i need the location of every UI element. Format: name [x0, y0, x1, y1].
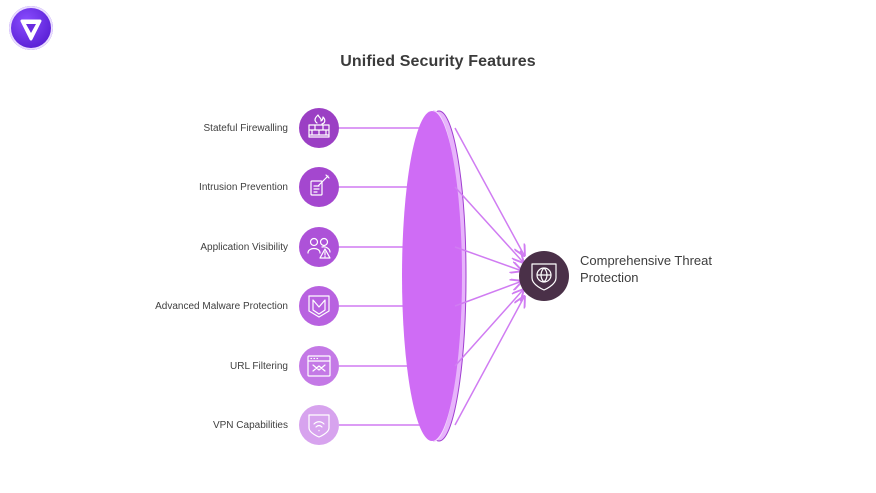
feature-node-3 [299, 227, 339, 267]
feature-label-1: Stateful Firewalling [203, 122, 288, 134]
feature-circle [299, 286, 339, 326]
feature-label-6: VPN Capabilities [212, 419, 288, 431]
vpn-shield-icon [308, 414, 330, 438]
arrow-3 [454, 246, 521, 271]
brand-logo [9, 6, 53, 50]
feature-icons [299, 108, 339, 445]
feature-label-2: Intrusion Prevention [199, 181, 288, 193]
result-node [519, 251, 569, 301]
intrusion-report-icon [310, 174, 330, 196]
feature-circle [299, 167, 339, 207]
arrows-group [454, 127, 524, 426]
feature-node-2 [299, 167, 339, 207]
arrow-2 [454, 186, 523, 262]
result-label: Comprehensive Threat Protection [580, 253, 712, 285]
lens-front [402, 111, 462, 441]
users-warning-icon [307, 237, 331, 259]
result-circle [519, 251, 569, 301]
globe-shield-icon [531, 263, 557, 291]
arrow-1 [454, 127, 524, 256]
feature-circle [299, 227, 339, 267]
feature-node-1 [299, 108, 339, 148]
arrow-4 [454, 281, 521, 307]
diagram-title: Unified Security Features [340, 53, 536, 70]
browser-filter-icon [307, 355, 331, 377]
shield-logo-icon [20, 19, 42, 41]
feature-node-4 [299, 286, 339, 326]
arrow-5 [454, 290, 523, 367]
feature-label-5: URL Filtering [230, 360, 288, 372]
feature-node-5 [299, 346, 339, 386]
malware-shield-icon [308, 295, 330, 318]
feature-label-3: Application Visibility [200, 241, 288, 253]
arrow-6 [454, 296, 524, 426]
lens-shape [402, 110, 467, 442]
feature-node-6 [299, 405, 339, 445]
firewall-icon [308, 114, 330, 138]
result-node-circle [519, 251, 569, 301]
feature-circle [299, 108, 339, 148]
feature-label-4: Advanced Malware Protection [155, 300, 288, 312]
